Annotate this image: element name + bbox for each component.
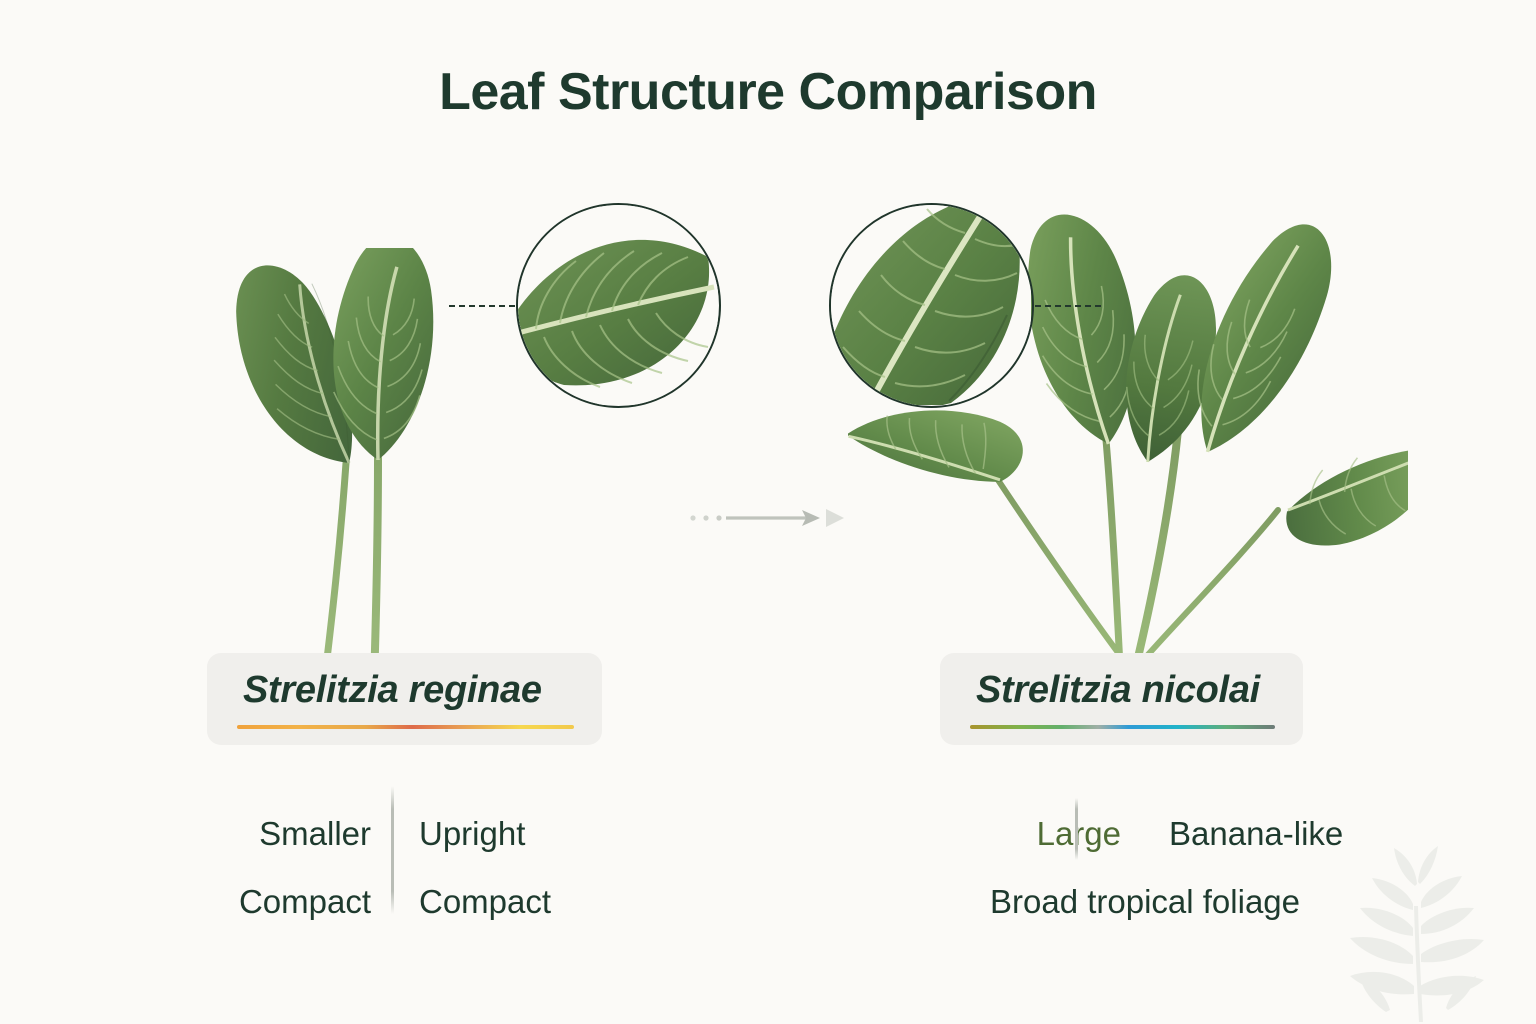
feature-divider-left [391, 786, 394, 914]
feature-left-col: Large [1036, 815, 1121, 852]
species-accent-rule-right [970, 725, 1275, 729]
page-title: Leaf Structure Comparison [439, 63, 1097, 121]
left-species-panel: Strelitzia reginae Smaller Upright Compa… [180, 203, 721, 936]
feature-right-col: Upright [419, 815, 526, 852]
feature-right-col: Compact [419, 883, 552, 920]
feature-left-col: Compact [238, 883, 371, 920]
right-species-panel: Strelitzia nicolai Large Banana-like Bro… [768, 0, 1536, 1024]
species-accent-rule-left [237, 725, 574, 729]
strelitzia-reginae-plant [236, 248, 434, 688]
leaf-closeup-reginae [516, 203, 721, 408]
connector-line-left [449, 305, 515, 307]
feature-list-right: Large Banana-like Broad tropical foliage [930, 800, 1360, 936]
leaf-closeup-nicolai [829, 203, 1034, 408]
connector-line-right [1035, 305, 1101, 307]
feature-list-left: Smaller Upright Compact Compact [180, 800, 610, 936]
feature-wide-row: Broad tropical foliage [989, 883, 1301, 920]
species-label-card-left[interactable]: Strelitzia reginae [207, 653, 602, 745]
strelitzia-nicolai-plant [848, 214, 1408, 670]
comparison-arrow [690, 509, 844, 527]
species-label-card-right[interactable]: Strelitzia nicolai [940, 653, 1303, 745]
feature-row: Smaller Upright [180, 800, 610, 868]
species-name-right: Strelitzia nicolai [976, 669, 1260, 711]
feature-right-col: Banana-like [1169, 815, 1344, 852]
feature-row: Large Banana-like [930, 800, 1360, 868]
feature-divider-right [1075, 798, 1078, 860]
feature-row: Compact Compact [180, 868, 610, 936]
feature-left-col: Smaller [259, 815, 371, 852]
species-name-left: Strelitzia reginae [243, 669, 542, 711]
